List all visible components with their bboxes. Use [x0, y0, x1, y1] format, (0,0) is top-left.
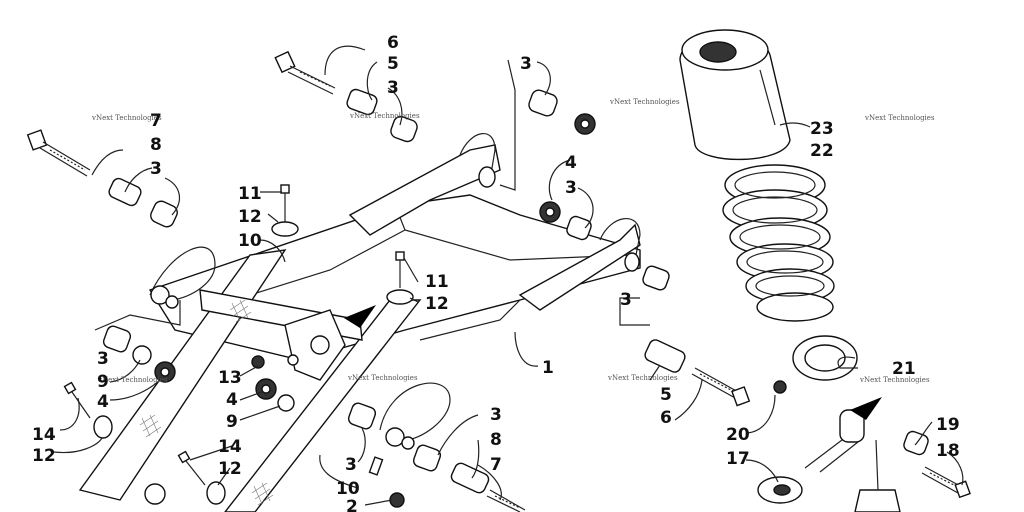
rail-top-right [599, 218, 641, 272]
callout: 7 [490, 455, 502, 475]
bushing-3-top [528, 89, 596, 135]
spring-seat-21 [792, 335, 858, 381]
bolt-14-left [63, 381, 91, 419]
callout: 5 [387, 54, 399, 74]
callout: 12 [425, 294, 449, 314]
watermark: vNext Technologies [97, 376, 168, 384]
watermark: vNext Technologies [864, 114, 935, 122]
callout: 3 [620, 290, 632, 310]
watermark: vNext Technologies [91, 114, 162, 122]
callout: 12 [238, 207, 262, 227]
callout: 8 [490, 430, 502, 450]
bolt-11-left [280, 184, 290, 222]
callout: 21 [892, 359, 916, 379]
spacer-8-left [108, 177, 178, 228]
watermark: vNext Technologies [349, 112, 420, 120]
washer-12-bm [206, 481, 226, 505]
callout: 6 [660, 408, 672, 428]
watermark: vNext Technologies [609, 98, 680, 106]
callout: 3 [490, 405, 502, 425]
callout: 20 [726, 425, 750, 445]
callout: 13 [218, 368, 242, 388]
callout: 18 [936, 441, 960, 461]
callout: 3 [345, 455, 357, 475]
mesh-patches [139, 299, 274, 506]
bolt-left-7 [26, 129, 91, 177]
callout: 3 [150, 159, 162, 179]
watermark: vNext Technologies [607, 374, 678, 382]
arrow-right [850, 397, 882, 420]
callout: 3 [565, 178, 577, 198]
callout: 9 [226, 412, 238, 432]
callout: 12 [218, 459, 242, 479]
washer-bottom [144, 483, 166, 505]
callout: 3 [97, 349, 109, 369]
callout: 1 [542, 358, 554, 378]
bolt-top-6 [274, 50, 336, 95]
callout: 11 [238, 184, 262, 204]
callout: 11 [425, 272, 449, 292]
rear-arm-frame [78, 144, 641, 512]
callout: 12 [32, 446, 56, 466]
bolt-18 [921, 466, 971, 499]
nuts-center [251, 355, 295, 412]
callout: 3 [387, 78, 399, 98]
callout: 22 [810, 141, 834, 161]
bump-stop-23 [679, 29, 791, 161]
washer-12-right [386, 289, 414, 305]
bushing-3-right [642, 265, 670, 291]
callout: 2 [346, 497, 358, 512]
spring-22 [722, 164, 835, 322]
bolt-11-right [395, 251, 405, 288]
callout: 17 [726, 449, 750, 469]
washer-12-left [271, 221, 299, 237]
callout: 3 [520, 54, 532, 74]
bushings-left-stack [102, 325, 176, 383]
callout: 9 [97, 372, 109, 392]
bolt-bottom-7 [486, 489, 526, 512]
spacer-5-top [346, 88, 418, 143]
spacer-5-right [644, 339, 686, 373]
callout: 14 [218, 437, 242, 457]
callout: 14 [32, 425, 56, 445]
callout: 23 [810, 119, 834, 139]
leader-lines [53, 45, 964, 506]
callouts: 6 5 3 3 7 8 3 23 22 4 3 11 12 10 11 12 3… [32, 33, 960, 512]
hook-right [379, 382, 451, 450]
bushings-bottom [347, 402, 490, 508]
hook-left [149, 246, 216, 309]
bolt-right-6 [691, 367, 751, 407]
nut-20 [773, 380, 787, 394]
callout: 4 [226, 390, 238, 410]
rail-top-left [459, 132, 496, 188]
callout: 19 [936, 415, 960, 435]
callout: 5 [660, 385, 672, 405]
callout: 8 [150, 135, 162, 155]
callout: 6 [387, 33, 399, 53]
callout: 10 [238, 231, 262, 251]
bushing-4-mid [539, 201, 592, 241]
callout: 10 [336, 479, 360, 499]
bolt-14-mid [177, 450, 206, 486]
watermark: vNext Technologies [347, 374, 418, 382]
washer-12-bl [93, 415, 113, 439]
arrow-left [344, 305, 376, 328]
shock-body [804, 409, 901, 512]
callout: 4 [565, 153, 577, 173]
watermark: vNext Technologies [859, 376, 930, 384]
callout: 4 [97, 392, 109, 412]
callout: 7 [150, 111, 162, 131]
retainer-17 [757, 476, 803, 504]
